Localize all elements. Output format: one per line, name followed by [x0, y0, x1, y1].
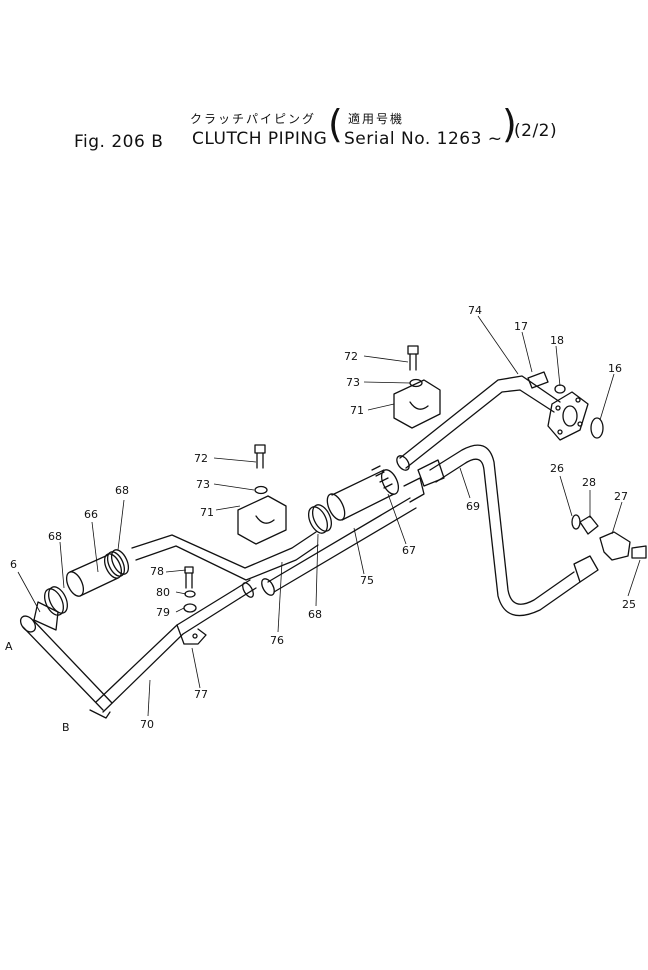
- serial-range: Serial No. 1263 ~: [344, 129, 503, 149]
- callout-26: 26: [550, 462, 564, 475]
- callout-a: A: [5, 640, 13, 653]
- bolt-17: [527, 371, 549, 389]
- hose-clamp-68-right: [307, 504, 333, 534]
- callout-17: 17: [514, 320, 528, 333]
- tube-6: [19, 601, 113, 719]
- pipe-74: [396, 375, 561, 471]
- hose-66: [65, 553, 123, 597]
- callout-72-left: 72: [194, 452, 208, 465]
- serial-close-paren: ): [502, 102, 517, 146]
- japanese-title: クラッチパイピング: [190, 112, 317, 126]
- callout-18: 18: [550, 334, 564, 347]
- callout-25: 25: [622, 598, 636, 611]
- pipe-75: [261, 477, 425, 596]
- o-ring-16: [590, 417, 604, 439]
- callout-76: 76: [270, 634, 284, 647]
- callout-74: 74: [468, 304, 482, 317]
- callout-70: 70: [140, 718, 154, 731]
- connector-28: [579, 515, 599, 535]
- callout-b: B: [62, 721, 70, 734]
- bolt-78: [184, 566, 194, 589]
- connector-25: [631, 545, 647, 559]
- washer-80: [184, 590, 196, 598]
- callout-80: 80: [156, 586, 170, 599]
- pipe-76: [131, 531, 319, 581]
- callout-75: 75: [360, 574, 374, 587]
- page-indicator: (2/2): [514, 121, 558, 141]
- elbow-27: [599, 531, 631, 561]
- washer-79: [183, 603, 197, 613]
- serial-open-paren: (: [328, 102, 343, 146]
- japanese-applicable-serial: 適用号機: [348, 112, 405, 126]
- callout-67: 67: [402, 544, 416, 557]
- clamp-77: [176, 624, 207, 645]
- flange-74: [547, 391, 589, 441]
- callout-69: 69: [466, 500, 480, 513]
- callout-27: 27: [614, 490, 628, 503]
- o-ring-26: [571, 514, 581, 530]
- figure-title: CLUTCH PIPING: [192, 129, 328, 149]
- hose-clamp-68-left: [43, 586, 69, 616]
- callout-66: 66: [84, 508, 98, 521]
- callout-68-right: 68: [308, 608, 322, 621]
- callout-72-right: 72: [344, 350, 358, 363]
- hose-clamp-68-mid: [106, 549, 130, 577]
- coupling-67: [326, 465, 400, 521]
- leader-lines: [17, 315, 641, 717]
- callout-28: 28: [582, 476, 596, 489]
- callout-68-left: 68: [48, 530, 62, 543]
- callout-16: 16: [608, 362, 622, 375]
- callout-71-left: 71: [200, 506, 214, 519]
- callout-6: 6: [10, 558, 17, 571]
- callout-73-left: 73: [196, 478, 210, 491]
- callout-77: 77: [194, 688, 208, 701]
- callout-73-right: 73: [346, 376, 360, 389]
- figure-number: Fig. 206 B: [74, 132, 164, 152]
- pipe-70: [95, 579, 257, 713]
- callout-79: 79: [156, 606, 170, 619]
- callout-68-mid: 68: [115, 484, 129, 497]
- callout-78: 78: [150, 565, 164, 578]
- hose-69: [417, 444, 599, 617]
- clamp-71-left: [237, 444, 287, 545]
- clamp-71-right: [393, 345, 441, 429]
- callout-71-right: 71: [350, 404, 364, 417]
- nut-18: [554, 384, 566, 394]
